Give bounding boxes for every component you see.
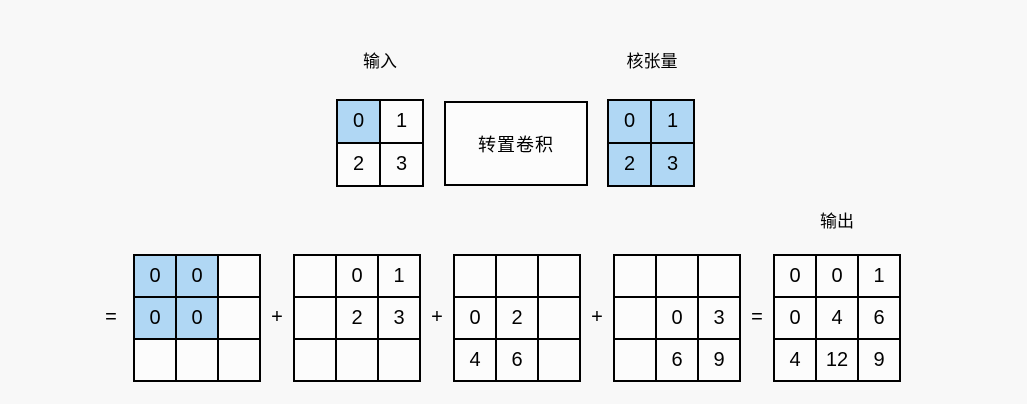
grid-cell: 0 [135, 256, 175, 296]
grid-cell: 0 [135, 298, 175, 338]
transposed-conv-box-label: 转置卷积 [478, 134, 554, 155]
grid-cell: 1 [379, 256, 419, 296]
grid-cell [135, 340, 175, 380]
grid-cell: 6 [859, 298, 899, 338]
grid-cell [219, 340, 259, 380]
grid-cell: 0 [338, 101, 379, 142]
plus-sign: + [591, 306, 603, 328]
grid-cell: 6 [657, 340, 697, 380]
grid-cell [219, 298, 259, 338]
kernel-label: 核张量 [626, 52, 678, 71]
grid-cell: 0 [775, 298, 815, 338]
grid-cell [497, 256, 537, 296]
grid-cell [615, 298, 655, 338]
grid-cell: 3 [381, 144, 422, 185]
input-label: 输入 [363, 52, 397, 71]
grid-cell: 1 [859, 256, 899, 296]
grid-cell: 0 [177, 298, 217, 338]
grid-cell: 2 [337, 298, 377, 338]
grid-cell: 2 [497, 298, 537, 338]
grid-cell [699, 256, 739, 296]
grid-cell [177, 340, 217, 380]
grid-cell: 4 [775, 340, 815, 380]
term-matrix-4: 0 3 6 9 [613, 254, 741, 382]
output-label: 输出 [820, 212, 854, 231]
grid-cell: 4 [455, 340, 495, 380]
term-matrix-3: 0 2 4 6 [453, 254, 581, 382]
grid-cell: 6 [497, 340, 537, 380]
input-matrix: 0 1 2 3 [336, 99, 424, 187]
grid-cell: 0 [775, 256, 815, 296]
grid-cell: 3 [652, 144, 693, 185]
grid-cell [615, 340, 655, 380]
grid-cell [337, 340, 377, 380]
grid-cell [539, 298, 579, 338]
grid-cell [539, 256, 579, 296]
grid-cell [539, 340, 579, 380]
grid-cell [295, 256, 335, 296]
output-matrix: 0 0 1 0 4 6 4 12 9 [773, 254, 901, 382]
grid-cell: 12 [817, 340, 857, 380]
grid-cell [295, 340, 335, 380]
equals-sign: = [751, 306, 763, 328]
plus-sign: + [271, 306, 283, 328]
grid-cell: 0 [657, 298, 697, 338]
kernel-matrix: 0 1 2 3 [607, 99, 695, 187]
plus-sign: + [431, 306, 443, 328]
grid-cell: 4 [817, 298, 857, 338]
grid-cell: 0 [177, 256, 217, 296]
grid-cell [219, 256, 259, 296]
grid-cell: 0 [609, 101, 650, 142]
grid-cell: 0 [337, 256, 377, 296]
grid-cell: 9 [699, 340, 739, 380]
term-matrix-1: 0 0 0 0 [133, 254, 261, 382]
grid-cell: 9 [859, 340, 899, 380]
transposed-conv-box: 转置卷积 [444, 101, 588, 186]
grid-cell [657, 256, 697, 296]
grid-cell: 3 [379, 298, 419, 338]
grid-cell: 1 [381, 101, 422, 142]
grid-cell [615, 256, 655, 296]
equals-sign: = [105, 306, 117, 328]
grid-cell: 2 [338, 144, 379, 185]
grid-cell: 0 [817, 256, 857, 296]
grid-cell: 2 [609, 144, 650, 185]
grid-cell [379, 340, 419, 380]
grid-cell: 1 [652, 101, 693, 142]
grid-cell: 0 [455, 298, 495, 338]
grid-cell [455, 256, 495, 296]
grid-cell [295, 298, 335, 338]
grid-cell: 3 [699, 298, 739, 338]
term-matrix-2: 0 1 2 3 [293, 254, 421, 382]
